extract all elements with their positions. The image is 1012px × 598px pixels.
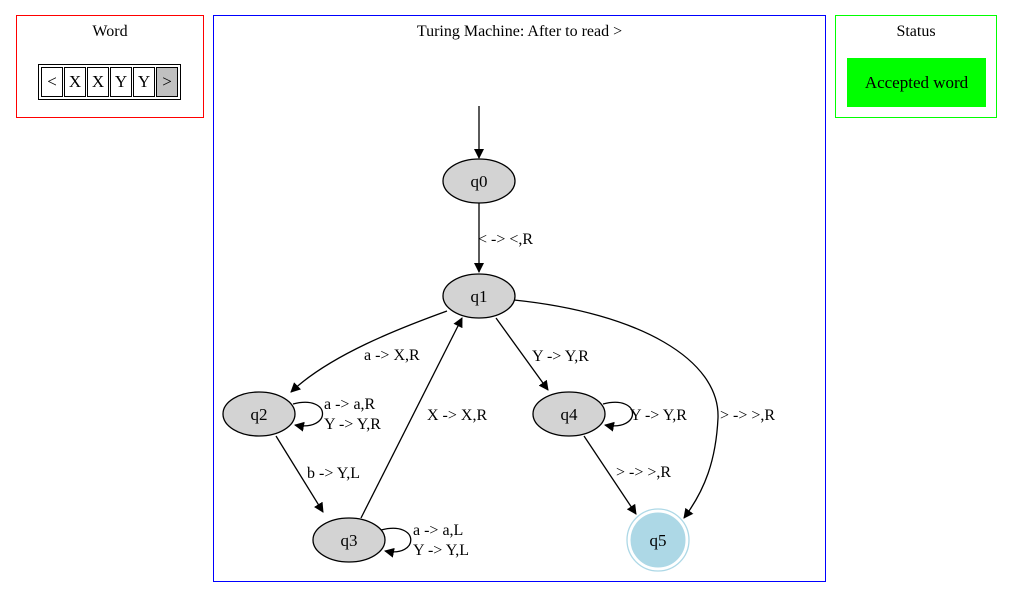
transition-q1-q2 (290, 310, 448, 393)
transition-label: a -> a,L (413, 522, 463, 539)
state-q0: q0 (442, 158, 516, 204)
turing-machine-panel: Turing Machine: After to read > (213, 15, 826, 582)
machine-panel-title: Turing Machine: After to read > (416, 23, 623, 40)
transition-label: Y -> Y,R (532, 348, 589, 365)
tape-cell: Y (110, 67, 132, 97)
tape-cell: X (64, 67, 86, 97)
tape-cell: X (87, 67, 109, 97)
status-panel-title: Status (896, 23, 936, 40)
status-badge: Accepted word (847, 58, 986, 107)
transition-q1-q5 (513, 299, 719, 519)
word-panel-title: Word (92, 23, 128, 40)
transition-label: > -> >,R (720, 407, 775, 424)
state-q5: q5 (626, 508, 690, 572)
transition-label: > -> >,R (616, 464, 671, 481)
transition-q4-q5 (583, 435, 637, 515)
transition-q4-q4 (602, 401, 633, 432)
state-label: q0 (471, 172, 488, 191)
transition-label: a -> X,R (364, 347, 420, 364)
transition-q2-q3 (275, 435, 324, 513)
state-label: q4 (561, 405, 579, 424)
transition-label: < -> <,R (478, 231, 533, 248)
transition-q3-q1 (360, 317, 463, 519)
state-q3: q3 (312, 517, 386, 563)
state-q1: q1 (442, 273, 516, 319)
state-label: q5 (650, 531, 667, 550)
transition-label: Y -> Y,L (413, 542, 469, 559)
state-label: q3 (341, 531, 358, 550)
tape-cell: < (41, 67, 63, 97)
transition-q1-q4 (495, 317, 549, 391)
transition-label: Y -> Y,R (324, 416, 381, 433)
state-q2: q2 (222, 391, 296, 437)
transition-q2-q2 (292, 401, 323, 432)
transition-label: X -> X,R (427, 407, 487, 424)
state-q4: q4 (532, 391, 606, 437)
transition-q3-q3 (380, 527, 412, 558)
tape-cell: Y (133, 67, 155, 97)
transition-label: a -> a,R (324, 396, 376, 413)
state-label: q1 (471, 287, 488, 306)
transition-label: b -> Y,L (307, 465, 360, 482)
status-panel: Status Accepted word (835, 15, 997, 118)
transition-label: Y -> Y,R (630, 407, 687, 424)
state-label: q2 (251, 405, 268, 424)
tape-cell: > (156, 67, 178, 97)
